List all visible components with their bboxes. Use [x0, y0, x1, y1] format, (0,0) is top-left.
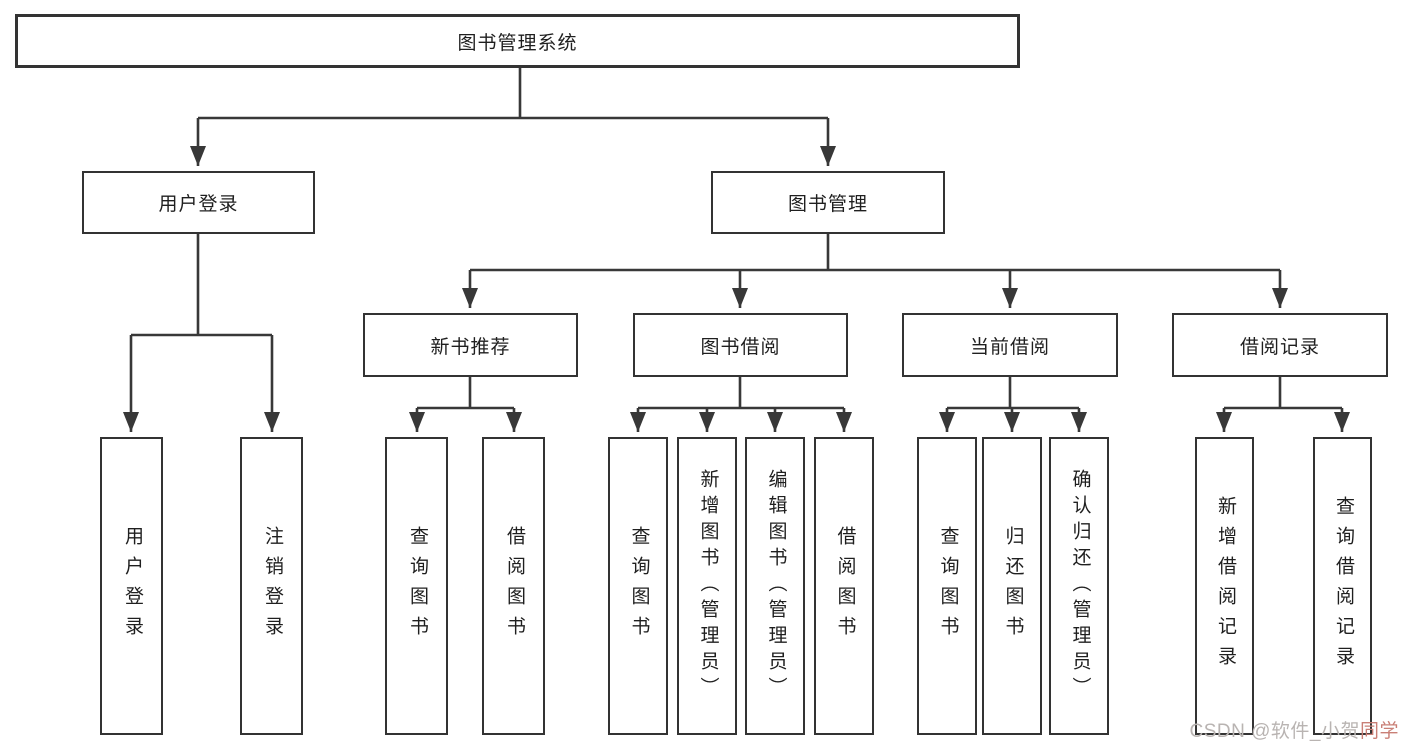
watermark-accent-text: 同学 [1359, 721, 1399, 742]
leaf-return-book: 归还图书 [982, 437, 1042, 735]
node-root-library-system: 图书管理系统 [15, 14, 1020, 68]
leaf-recommend-borrow-book: 借阅图书 [482, 437, 545, 735]
leaf-add-book-admin: 新增图书（管理员） [677, 437, 737, 735]
node-book-borrow: 图书借阅 [633, 313, 848, 377]
node-book-management: 图书管理 [711, 171, 945, 234]
node-current-borrow: 当前借阅 [902, 313, 1118, 377]
leaf-current-query-book: 查询图书 [917, 437, 977, 735]
leaf-borrow-book: 借阅图书 [814, 437, 874, 735]
leaf-confirm-return-admin: 确认归还（管理员） [1049, 437, 1109, 735]
connector-current-branch [939, 377, 1087, 432]
connector-borrow-branch [630, 377, 852, 432]
node-new-book-recommend: 新书推荐 [363, 313, 578, 377]
connector-book-mgmt-to-level3 [462, 234, 1288, 308]
leaf-recommend-query-book: 查询图书 [385, 437, 448, 735]
csdn-watermark: CSDN @软件_小贺同学 [1190, 716, 1400, 743]
leaf-query-borrow-record: 查询借阅记录 [1313, 437, 1372, 735]
leaf-edit-book-admin: 编辑图书（管理员） [745, 437, 805, 735]
watermark-text: CSDN @软件_小贺 [1189, 721, 1360, 742]
connector-record-branch [1216, 377, 1350, 432]
connector-recommend-branch [409, 377, 522, 432]
leaf-user-login: 用户登录 [100, 437, 163, 735]
leaf-add-borrow-record: 新增借阅记录 [1195, 437, 1254, 735]
leaf-borrow-query-book: 查询图书 [608, 437, 668, 735]
node-borrow-record: 借阅记录 [1172, 313, 1388, 377]
connector-root-to-level2 [190, 68, 836, 166]
leaf-logout: 注销登录 [240, 437, 303, 735]
node-user-login: 用户登录 [82, 171, 315, 234]
connector-user-login-branch [123, 234, 280, 432]
